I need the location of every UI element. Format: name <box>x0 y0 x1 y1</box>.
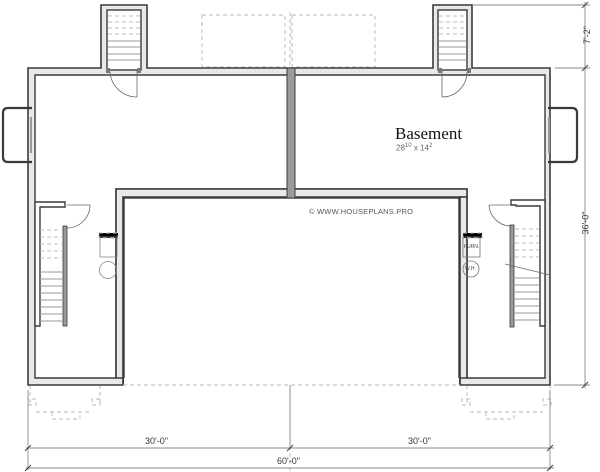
stairs-right-lower <box>488 199 551 328</box>
room-width-inches: 10 <box>404 143 412 149</box>
dim-top-depth: 7'-2" <box>581 26 592 44</box>
stairs-left-lower <box>34 201 91 327</box>
center-space <box>123 197 460 385</box>
room-name: Basement <box>395 124 463 143</box>
room-size: 2810 x 142 <box>396 143 432 153</box>
stairwell-left-top <box>106 9 142 71</box>
stairs-top-right <box>439 15 466 61</box>
dim-right-width: 30'-0" <box>408 436 431 446</box>
room-size-sep: x <box>411 143 421 153</box>
furnace-icon <box>462 232 483 258</box>
water-heater-label: W.H. <box>465 266 476 272</box>
room-depth-inches: 2 <box>428 143 433 149</box>
stairwell-right-top <box>437 9 468 71</box>
right-inner-wall <box>459 196 468 379</box>
window-well-right <box>548 106 579 164</box>
party-wall <box>286 67 296 199</box>
room-depth: 14 <box>420 143 429 153</box>
window-well-left <box>1 106 32 164</box>
dim-left-width: 30'-0" <box>145 436 168 446</box>
furnace-icon-left <box>98 232 119 279</box>
furnace-label: FURN. <box>464 244 480 250</box>
water-heater-icon <box>462 260 480 278</box>
watermark: © WWW.HOUSEPLANS.PRO <box>309 207 414 216</box>
center-wall <box>115 188 468 379</box>
dimension-lines <box>24 1 590 472</box>
dim-main-depth: 36'-0" <box>580 211 591 235</box>
stairs-top-left <box>108 15 140 61</box>
dim-total-width: 60'-0" <box>277 456 300 466</box>
door-left-top <box>106 68 141 98</box>
door-right-top <box>438 68 471 98</box>
room-width: 28 <box>396 143 405 153</box>
